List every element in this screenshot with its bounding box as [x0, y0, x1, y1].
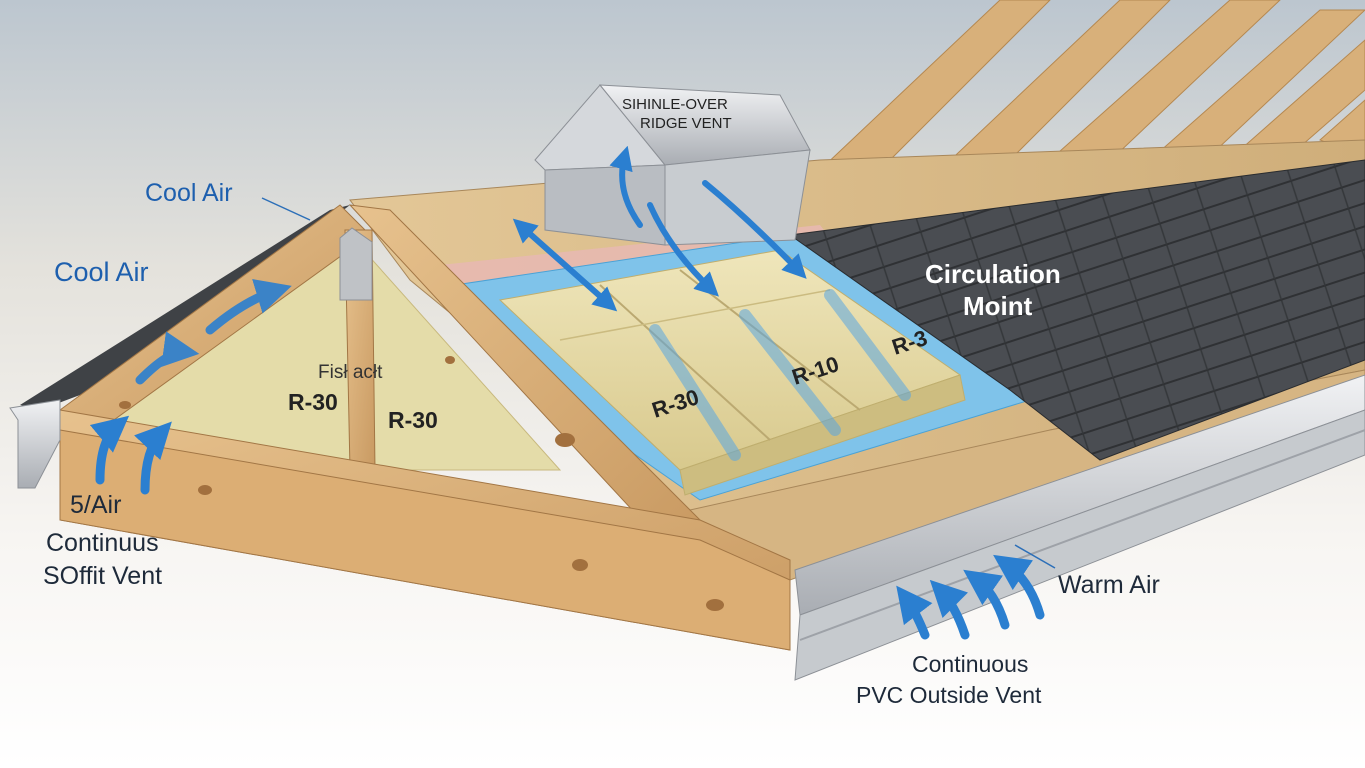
- soffit-gutter-left: [9, 399, 61, 489]
- curved-arrow-icon: [205, 279, 292, 335]
- curved-arrow-icon: [993, 554, 1045, 620]
- circulation-label-line1: Circulation: [925, 259, 1061, 289]
- curved-arrow-icon: [896, 585, 933, 640]
- wood-knots: [119, 356, 724, 611]
- ridge-vent-label-line1: SIHINLE-OVER: [622, 96, 728, 113]
- circulation-label-line2: Moint: [963, 291, 1033, 321]
- airflow-arrows: [89, 145, 1045, 640]
- gable-shingle-edge: [20, 205, 350, 410]
- ridge-vent-label-line2: RIDGE VENT: [640, 115, 732, 132]
- soffit-label-line1: 5/Air: [70, 491, 121, 519]
- cool-air-top-label: Cool Air: [145, 179, 233, 207]
- curved-arrow-icon: [609, 145, 643, 228]
- curved-arrow-icon: [963, 569, 1010, 630]
- curved-arrow-icon: [135, 331, 200, 385]
- pvc-vent-label-line2: PVC Outside Vent: [856, 682, 1042, 708]
- curved-arrow-icon: [512, 218, 618, 312]
- airflow-lanes: [649, 289, 911, 461]
- cool-air-left-label: Cool Air: [54, 257, 149, 287]
- exposed-rafters: [819, 0, 1365, 191]
- soffit-label-line3: SOffit Vent: [43, 562, 162, 590]
- curved-arrow-icon: [929, 579, 970, 640]
- beam-face: [59, 429, 791, 651]
- curved-arrow-icon: [134, 421, 172, 495]
- warm-air-label: Warm Air: [1058, 571, 1160, 599]
- fiber-batt-label: Fisł acłt: [318, 362, 383, 383]
- ridge-peak-block: [339, 227, 373, 301]
- soffit-label-line2: Continuus: [46, 529, 159, 557]
- ridge-vent: [534, 84, 811, 246]
- gable-r30-right-label: R-30: [388, 407, 438, 433]
- curved-arrow-icon: [647, 202, 719, 297]
- asphalt-shingles: [788, 159, 1365, 461]
- gable-r30-left-label: R-30: [288, 389, 338, 415]
- pvc-vent-label-line1: Continuous: [912, 651, 1028, 677]
- leader-lines: [261, 197, 1056, 569]
- curved-arrow-icon: [702, 180, 807, 279]
- curved-arrow-icon: [89, 415, 130, 485]
